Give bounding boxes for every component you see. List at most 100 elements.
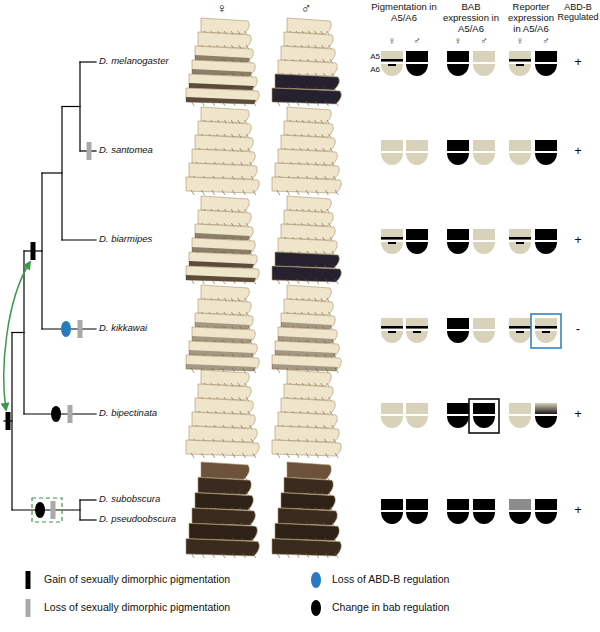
sex-symbol: ♂ — [409, 35, 425, 47]
a6-segment — [381, 331, 403, 343]
a5-segment — [447, 51, 469, 62]
stripe-mark — [388, 64, 396, 66]
regulation-sign: + — [571, 144, 585, 159]
segment-icon — [509, 499, 531, 524]
tree-branch — [80, 519, 96, 520]
bristle — [296, 279, 299, 284]
a6-segment — [535, 331, 557, 343]
segment-icon — [473, 403, 495, 428]
bristle — [232, 101, 235, 106]
segment-icon — [509, 318, 531, 343]
bristle — [316, 190, 319, 195]
a6-segment — [473, 153, 495, 165]
bristle — [191, 368, 194, 373]
a6-segment — [473, 64, 495, 76]
segment-icon — [447, 229, 469, 254]
bristle — [335, 101, 338, 106]
bristle — [287, 101, 290, 106]
a5-segment — [447, 140, 469, 151]
legend-text: Change in bab regulation — [332, 601, 449, 613]
a6-segment — [509, 331, 531, 343]
legend-swatch — [26, 599, 31, 617]
segment-icon — [535, 51, 557, 76]
pigment-stripe — [186, 275, 256, 282]
bristle — [325, 101, 328, 106]
stripe-mark — [516, 64, 524, 66]
sex-symbol: ♂ — [296, 0, 316, 16]
pigment-stripe — [272, 364, 338, 371]
species-name: D. bipectinata — [99, 408, 157, 419]
segment-icon — [447, 403, 469, 428]
segment-icon — [509, 403, 531, 428]
tergite — [272, 539, 341, 556]
segment-icon — [381, 403, 403, 428]
a6-segment — [406, 153, 428, 165]
a5-segment — [381, 403, 403, 414]
event-bar — [87, 142, 92, 160]
legend-swatch — [311, 600, 321, 616]
a5-segment — [406, 499, 428, 510]
bristle — [325, 553, 328, 558]
species-name: D. melanogaster — [99, 56, 169, 67]
bristle — [325, 453, 328, 458]
bristle — [201, 101, 204, 106]
abdomen-photo — [186, 462, 259, 558]
segment-icon — [447, 499, 469, 524]
bristle — [212, 190, 215, 195]
a5-segment — [535, 318, 557, 329]
segment-icon — [535, 318, 557, 343]
stripe-mark — [381, 237, 403, 240]
segment-icon — [406, 403, 428, 428]
bristle — [243, 453, 246, 458]
stripe-mark — [535, 326, 557, 329]
a5-segment — [381, 140, 403, 151]
tree-branch — [12, 332, 24, 333]
tergite — [284, 477, 333, 494]
a5-segment — [406, 140, 428, 151]
bristle — [243, 190, 246, 195]
segment-icon — [381, 51, 403, 76]
bristle — [296, 190, 299, 195]
column-header: BAB expression in A5/A6 — [439, 2, 503, 35]
tree-branch — [41, 173, 42, 329]
tergite — [189, 523, 257, 540]
stripe-mark — [509, 59, 531, 62]
bristle — [212, 279, 215, 284]
sex-symbol: ♂ — [538, 35, 554, 47]
a5-segment — [447, 499, 469, 510]
tree-branch — [80, 499, 96, 500]
bristle — [296, 553, 299, 558]
bristle — [277, 190, 280, 195]
bristle — [243, 279, 246, 284]
bristle — [201, 279, 204, 284]
tree-branch — [61, 107, 62, 241]
bristle — [191, 453, 194, 458]
bristle — [277, 101, 280, 106]
stripe-mark — [381, 59, 403, 62]
a6-segment — [381, 416, 403, 428]
tergite — [275, 523, 339, 540]
stripe-mark — [406, 326, 428, 329]
regulation-sign: + — [571, 503, 585, 518]
segment-icon — [535, 403, 557, 428]
a6-segment — [447, 512, 469, 524]
bristle — [243, 368, 246, 373]
abdomen-photo — [272, 462, 341, 558]
bristle — [253, 453, 256, 458]
tergite — [198, 477, 251, 494]
bristle — [306, 190, 309, 195]
bristle — [222, 101, 225, 106]
a5-segment — [509, 229, 531, 240]
bristle — [316, 553, 319, 558]
abdomen-photo — [272, 285, 341, 373]
bristle — [335, 553, 338, 558]
a6-segment — [535, 242, 557, 254]
bristle — [201, 190, 204, 195]
bristle — [296, 453, 299, 458]
bristle — [243, 101, 246, 106]
abdomen-photo — [186, 18, 259, 106]
a6-segment — [381, 242, 403, 254]
a5-segment — [535, 140, 557, 151]
segment-icon — [406, 51, 428, 76]
